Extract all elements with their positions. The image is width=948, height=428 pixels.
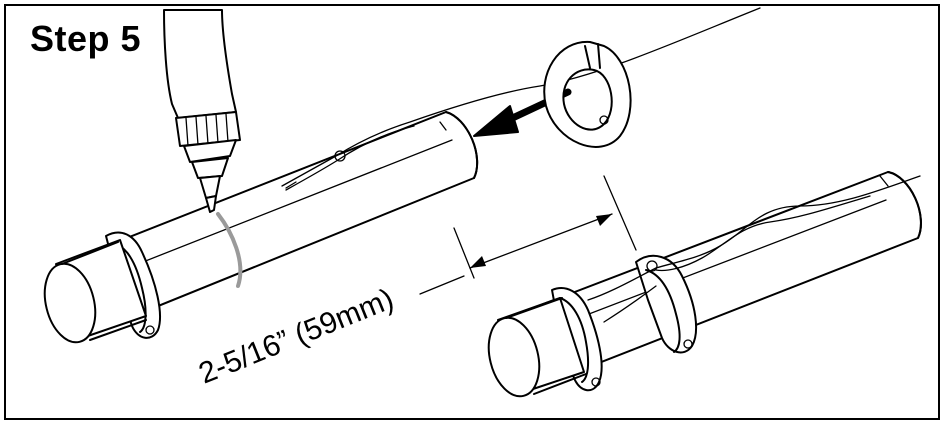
centering-ring-icon bbox=[543, 40, 632, 148]
left-motor-tube bbox=[65, 111, 479, 333]
glue-bottle-icon bbox=[163, 9, 241, 213]
glue-ring bbox=[216, 212, 243, 288]
left-shock-cord bbox=[281, 7, 761, 191]
left-tube-open-end bbox=[43, 239, 147, 344]
dimension-label: 2-5/16” (59mm) bbox=[194, 282, 398, 390]
right-centering-ring-forward bbox=[635, 254, 698, 354]
shock-cord-icon bbox=[587, 175, 921, 323]
step-title: Step 5 bbox=[30, 18, 142, 59]
dimension-callout bbox=[419, 175, 637, 295]
right-tube-open-end bbox=[487, 297, 587, 398]
